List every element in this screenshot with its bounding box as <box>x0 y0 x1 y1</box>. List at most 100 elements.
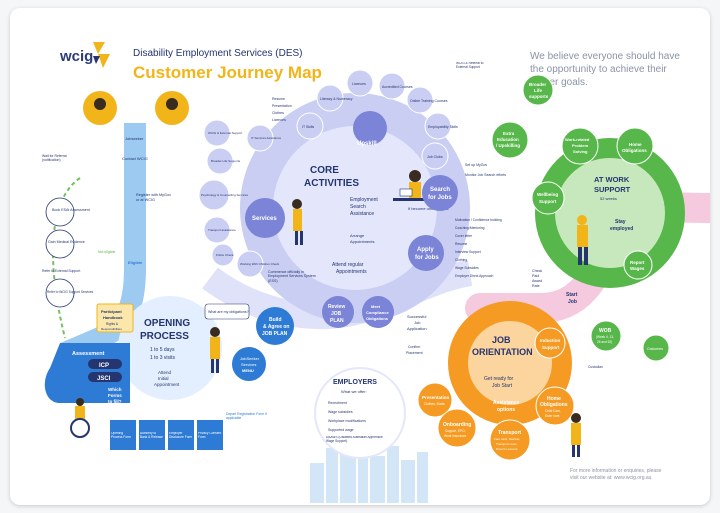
job-title-1: JOB <box>492 335 511 345</box>
handbook-2: Handbook <box>103 315 123 320</box>
refer-wcig-circle[interactable] <box>45 278 75 308</box>
poster-title: Customer Journey Map <box>133 63 322 82</box>
svg-text:Interview Support: Interview Support <box>455 250 481 254</box>
svg-text:Wage Subsidies: Wage Subsidies <box>455 266 479 270</box>
wob-circle[interactable] <box>590 320 622 352</box>
induction-1: Induction <box>540 338 560 343</box>
wellbeing-2: Support <box>539 199 557 204</box>
search-jobs-circle[interactable] <box>422 175 458 211</box>
svg-text:Literacy & Numeracy: Literacy & Numeracy <box>320 97 353 101</box>
gain-medical-circle[interactable] <box>45 229 75 259</box>
form-card-authority[interactable] <box>139 420 165 450</box>
transport-circle[interactable] <box>489 419 531 461</box>
svg-text:Wage subsidies: Wage subsidies <box>328 410 353 414</box>
search-jobs-1: Search <box>430 187 450 193</box>
review-job-plan-circle[interactable] <box>322 296 354 328</box>
icp-pill[interactable] <box>88 359 122 369</box>
broader-1: Broader <box>529 82 547 87</box>
become-unemployed: If become unemployed <box>408 206 448 211</box>
wait-referral-note: Wait for Referral (notification) <box>42 154 67 162</box>
confirm-1: Confirm <box>408 345 420 349</box>
handbook-card[interactable] <box>96 303 134 333</box>
core-activities-inner <box>273 126 437 290</box>
svg-text:Clothing: Clothing <box>455 258 467 262</box>
custodian-label: Custodian <box>588 365 603 369</box>
attend-2: Initial <box>158 376 169 381</box>
wcig-external-note: WCIG & Referral to External Support <box>456 62 483 69</box>
svg-text:Presentation: Presentation <box>272 104 292 108</box>
opening-title-2: PROCESS <box>140 331 189 342</box>
home-4: Elder care <box>545 414 560 418</box>
journey-map-poster: wcig Disability Employment Services (DES… <box>10 8 710 505</box>
form-card-opening[interactable] <box>110 420 136 450</box>
onboarding-circle[interactable] <box>437 408 477 448</box>
handbook-1: Participant <box>101 309 122 314</box>
svg-text:Licences: Licences <box>272 118 286 122</box>
services-circle[interactable] <box>245 198 285 238</box>
jsci-pill[interactable] <box>88 372 122 382</box>
check-3: Award <box>532 279 542 283</box>
book-esat: Book ESAt Assessment <box>52 208 90 212</box>
meet-2: Compliance <box>366 310 389 315</box>
stay-1: Stay <box>615 219 626 225</box>
svg-text:Licences: Licences <box>352 82 366 86</box>
meet-compliance-circle[interactable] <box>362 296 394 328</box>
svg-text:Employability Skills: Employability Skills <box>428 125 458 129</box>
obligations-bubble <box>204 303 250 320</box>
problem-2: Problem <box>572 143 588 148</box>
report-wages-circle[interactable] <box>623 250 653 280</box>
book-esat-circle[interactable] <box>45 197 75 227</box>
laptop-person-icon <box>393 170 427 201</box>
getready-2: Job Start <box>492 383 513 389</box>
svg-text:Cover letter: Cover letter <box>455 234 473 238</box>
form-card-employer[interactable] <box>168 420 194 450</box>
review-3: PLAN <box>330 318 344 324</box>
transport-2: Fare card, Taxi/Car, <box>494 437 520 441</box>
home-obligations-job-circle[interactable] <box>535 386 575 426</box>
upskill-circle[interactable] <box>353 111 387 145</box>
svg-text:Resume: Resume <box>455 242 467 246</box>
poster-subtitle: Disability Employment Services (DES) <box>133 48 303 59</box>
commence-note: Commence officially in Employment Servic… <box>268 270 316 283</box>
problem-solving-circle[interactable] <box>561 127 599 165</box>
refer-wcig: Refer to WCIG Support Services <box>47 290 93 294</box>
home-obligations-work-circle[interactable] <box>616 127 654 165</box>
apply-jobs-circle[interactable] <box>408 235 444 271</box>
wcig-logo: wcig <box>60 48 94 65</box>
outcome-circle[interactable] <box>642 334 670 362</box>
svg-text:Employer Direct Approach: Employer Direct Approach <box>455 274 493 278</box>
wob-2: (Week 4, 13, <box>596 335 614 339</box>
broader-life-circle[interactable] <box>522 74 554 106</box>
jobseeker-menu-circle[interactable] <box>232 347 266 381</box>
broader-2: Life <box>534 88 542 93</box>
esa-1: Employment <box>350 197 378 203</box>
icp-label: ICP <box>99 363 109 369</box>
presentation-circle[interactable] <box>417 382 453 418</box>
walking-woman-icon <box>292 199 303 245</box>
apply-list: Motivation / Confidence building Coachin… <box>455 218 502 278</box>
transport-3: Transport costs, <box>496 442 518 446</box>
home-1: Home <box>547 396 561 402</box>
extra-education-circle[interactable] <box>491 121 529 159</box>
employers-circle <box>314 367 406 459</box>
svg-text:Coaching/Mentoring: Coaching/Mentoring <box>455 226 485 230</box>
form-card-privacy[interactable] <box>197 420 223 450</box>
extra-1: Extra <box>503 131 515 136</box>
svg-text:Clothes: Clothes <box>272 111 284 115</box>
wob-1: WOB <box>599 328 612 334</box>
outcome-label: Outcomes <box>647 347 663 351</box>
svg-text:Set up MyGov: Set up MyGov <box>465 163 487 167</box>
wcig-logo-mark-icon <box>93 42 110 68</box>
build-job-plan-circle[interactable] <box>256 307 294 345</box>
job-orientation-inner <box>468 321 552 405</box>
city-skyline <box>310 440 428 503</box>
wellbeing-support-circle[interactable] <box>531 181 565 215</box>
which-1: Which <box>108 387 122 392</box>
review-1: Review <box>328 304 345 310</box>
hardhat-worker-icon <box>577 215 588 265</box>
esa-3: Assistance <box>350 211 374 217</box>
induction-support-circle[interactable] <box>534 327 566 359</box>
homeob-2: Obligations <box>622 148 647 153</box>
jobseeker-label: Jobseeker <box>125 136 144 141</box>
services-list: Resume Presentation Clothes Licences <box>272 97 292 122</box>
